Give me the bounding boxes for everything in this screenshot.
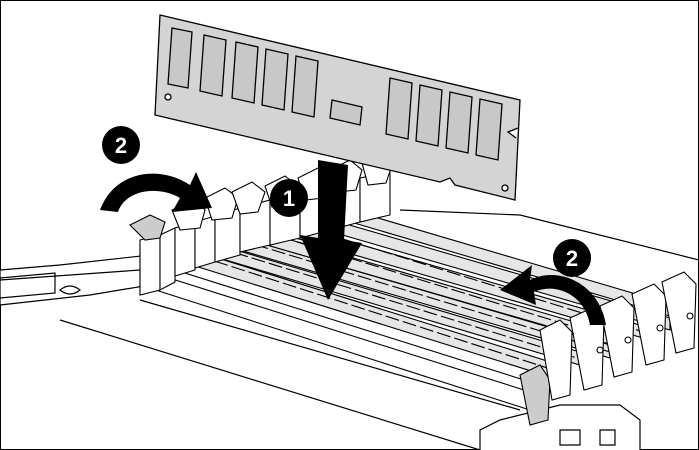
memory-chips	[167, 27, 503, 161]
callout-step-2-left: 2	[102, 126, 140, 164]
system-board	[0, 209, 699, 450]
callout-step-1-label: 1	[283, 186, 295, 211]
callout-step-1: 1	[270, 179, 308, 217]
insert-down-arrow	[300, 160, 362, 300]
dimm-module	[154, 14, 521, 201]
slot-latches-right	[519, 271, 697, 426]
callout-step-2-left-label: 2	[115, 133, 127, 158]
latch-close-arrow-left	[100, 172, 212, 212]
latch-close-arrow-right	[500, 265, 606, 325]
callout-step-2-right: 2	[553, 239, 591, 277]
callout-step-2-right-label: 2	[566, 246, 578, 271]
